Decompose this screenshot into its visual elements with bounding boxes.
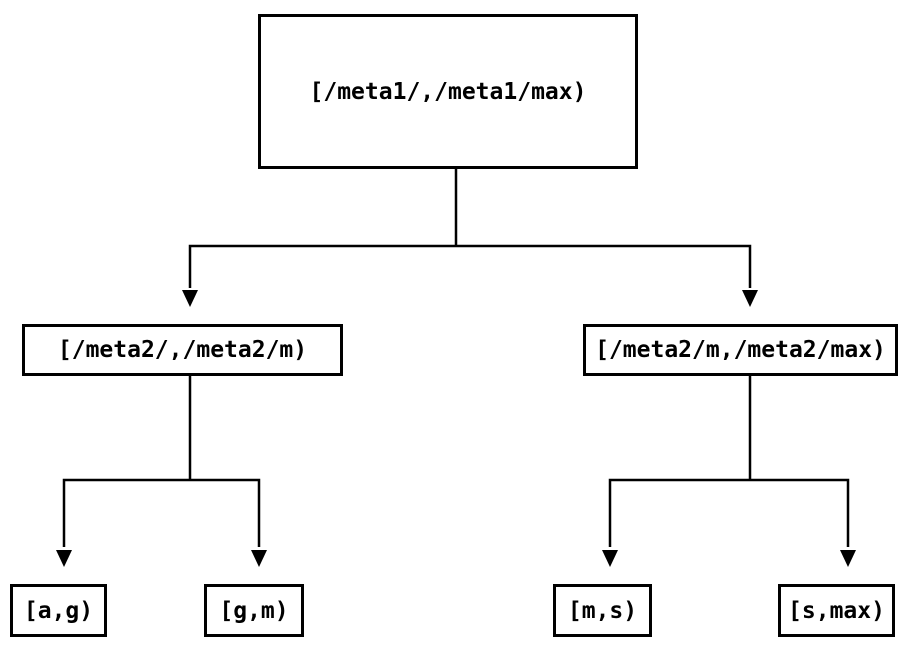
arrowhead-icon: [742, 290, 758, 307]
tree-leaf-g-m: [g,m): [204, 584, 304, 637]
tree-leaf-s-max: [s,max): [778, 584, 895, 637]
node-label: [/meta1/,/meta1/max): [309, 78, 587, 105]
tree-node-meta2-left: [/meta2/,/meta2/m): [22, 324, 343, 376]
node-label: [m,s): [567, 597, 638, 624]
connector-root-to-children: [182, 169, 758, 307]
node-label: [/meta2/,/meta2/m): [57, 337, 308, 363]
connector-line: [608, 478, 850, 547]
node-label: [s,max): [788, 597, 885, 624]
node-label: [g,m): [219, 597, 289, 624]
connector-line: [62, 478, 261, 547]
node-label: [/meta2/m,/meta2/max): [595, 337, 886, 363]
tree-leaf-m-s: [m,s): [553, 584, 652, 637]
node-label: [a,g): [23, 597, 94, 624]
arrowhead-icon: [251, 550, 267, 567]
connector-left-to-leaves: [56, 376, 267, 567]
tree-node-root: [/meta1/,/meta1/max): [258, 14, 638, 169]
arrowhead-icon: [602, 550, 618, 567]
arrowhead-icon: [840, 550, 856, 567]
arrowhead-icon: [182, 290, 198, 307]
connector-line: [188, 244, 752, 288]
tree-node-meta2-right: [/meta2/m,/meta2/max): [583, 324, 898, 376]
arrowhead-icon: [56, 550, 72, 567]
connector-right-to-leaves: [602, 376, 856, 567]
tree-leaf-a-g: [a,g): [10, 584, 107, 637]
